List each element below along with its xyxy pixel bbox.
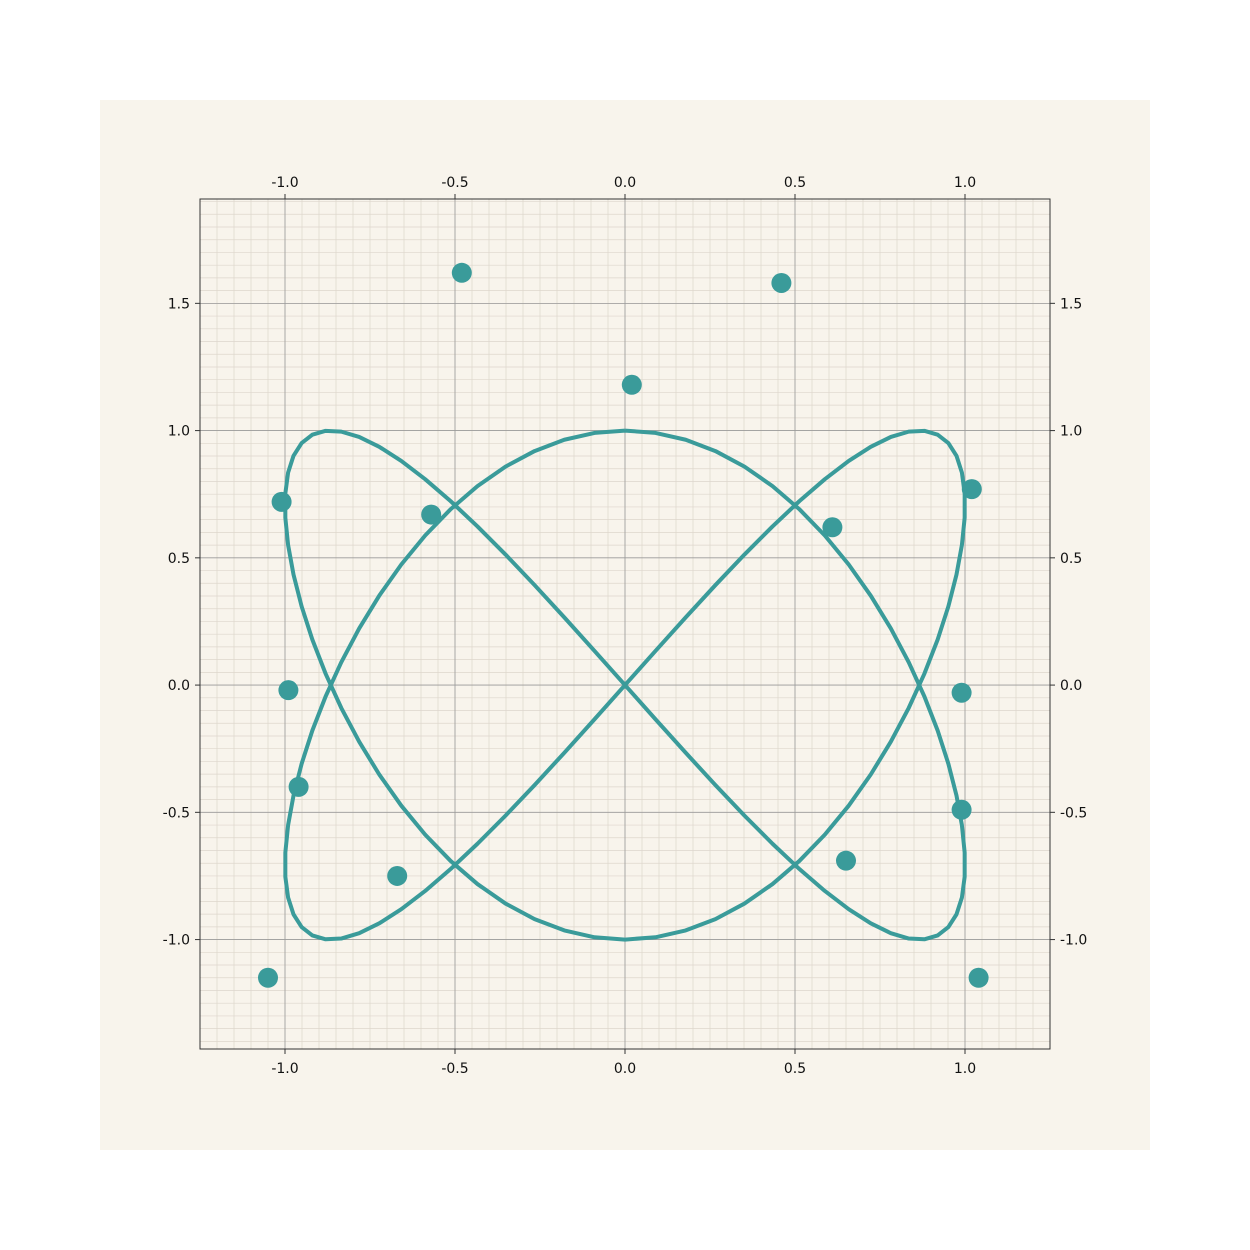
x-tick-label-bottom: 0.0 (614, 1061, 636, 1077)
x-tick-label-top: 1.0 (954, 175, 976, 191)
x-tick-label-top: -0.5 (441, 175, 468, 191)
scatter-point (822, 517, 843, 538)
scatter-point (288, 776, 309, 797)
scatter-point (271, 491, 292, 512)
x-tick-label-top: -1.0 (271, 175, 298, 191)
x-tick-label-bottom: 0.5 (784, 1061, 806, 1077)
x-tick-label-bottom: -1.0 (271, 1061, 298, 1077)
axis-ticks (195, 194, 1055, 1054)
y-tick-label-left: 1.5 (168, 296, 190, 312)
scatter-point (278, 680, 299, 701)
scatter-point (951, 682, 972, 703)
y-tick-label-left: 0.5 (168, 551, 190, 567)
y-tick-label-left: -0.5 (163, 805, 190, 821)
y-tick-label-right: 0.5 (1060, 551, 1082, 567)
scatter-point (421, 504, 442, 525)
y-tick-label-left: 1.0 (168, 424, 190, 440)
y-tick-label-right: 1.5 (1060, 296, 1082, 312)
scatter-point (387, 865, 408, 886)
scatter-point (968, 967, 989, 988)
x-tick-label-top: 0.0 (614, 175, 636, 191)
scatter-point (258, 967, 278, 988)
x-tick-label-bottom: 1.0 (954, 1061, 976, 1077)
y-tick-label-right: -0.5 (1060, 805, 1087, 821)
axis-tick-labels: -1.0 -1.0 -0.5 -0.5 0.0 0.0 0.5 0.5 1.0 1.0 -1.0 -1… (163, 175, 1088, 1077)
scatter-points (258, 262, 989, 988)
y-tick-label-left: -1.0 (163, 933, 190, 949)
y-tick-label-right: 0.0 (1060, 678, 1082, 694)
scatter-point (771, 272, 792, 293)
y-tick-label-right: 1.0 (1060, 424, 1082, 440)
scatter-point (836, 850, 856, 871)
scatter-point (621, 374, 642, 395)
x-tick-label-top: 0.5 (784, 175, 806, 191)
y-tick-label-left: 0.0 (168, 678, 190, 694)
series-curve (283, 428, 967, 942)
scatter-point (951, 799, 972, 820)
scatter-point (451, 262, 472, 283)
y-tick-label-right: -1.0 (1060, 933, 1087, 949)
scatter-point (961, 479, 982, 500)
x-tick-label-bottom: -0.5 (441, 1061, 468, 1077)
